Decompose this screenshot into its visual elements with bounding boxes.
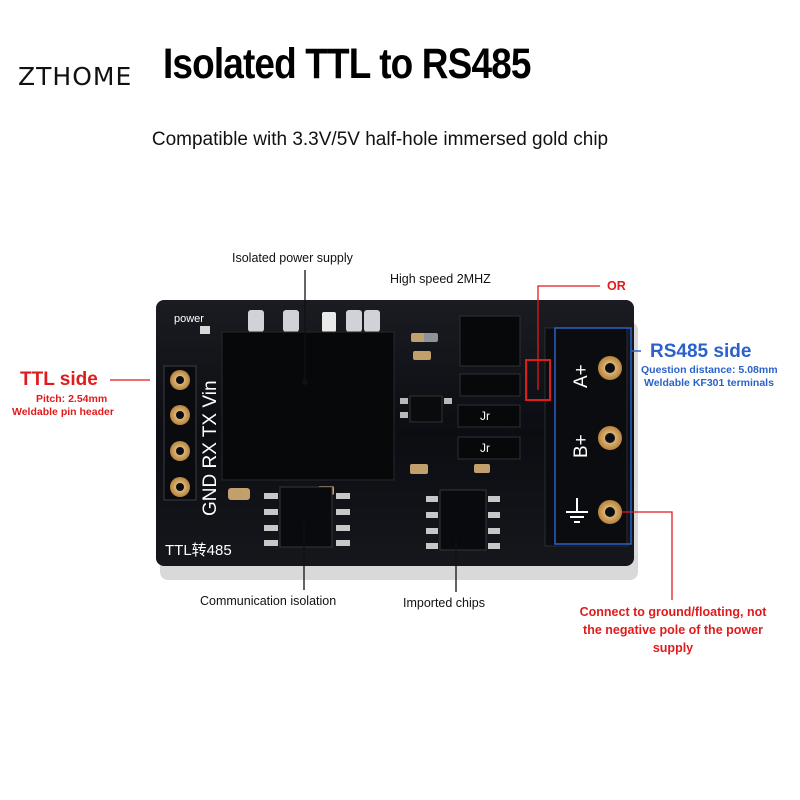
- rs485-highlight-box: [554, 327, 641, 545]
- ground-note: Connect to ground/floating, not the nega…: [548, 603, 798, 657]
- diode-mark-2: Jr: [480, 441, 490, 455]
- brand-logo-text: ZTHOME: [18, 62, 133, 91]
- smd-components: [228, 315, 521, 500]
- rs485-terminals-label: Weldable KF301 terminals: [644, 377, 774, 389]
- diode-mark-1: Jr: [480, 409, 490, 423]
- comm-isolation-label: Communication isolation: [200, 594, 337, 608]
- power-silkscreen: power: [174, 313, 204, 325]
- ground-note-line-1: Connect to ground/floating, not: [579, 605, 767, 619]
- product-subtitle: Compatible with 3.3V/5V half-hole immers…: [151, 129, 609, 150]
- ground-symbol-icon: [566, 498, 588, 523]
- red-leader-lines: [110, 285, 673, 600]
- b-plus-silkscreen: B+: [571, 434, 592, 458]
- a-plus-silkscreen: A+: [571, 364, 592, 388]
- or-label: OR: [607, 279, 626, 293]
- black-leader-lines: [303, 270, 457, 592]
- ttl-header-pads: [163, 365, 197, 501]
- isolated-power-label: Isolated power supply: [232, 251, 353, 265]
- pin-labels-silkscreen: GND RX TX Vin: [200, 380, 221, 516]
- high-speed-label: High speed 2MHZ: [390, 272, 491, 286]
- rs485-side-label: RS485 side: [650, 341, 752, 362]
- ttl-side-label: TTL side: [20, 369, 98, 390]
- ttl-header-label: Weldable pin header: [12, 406, 114, 418]
- ground-note-line-2: the negative pole of the power: [583, 623, 763, 637]
- ttl485-silkscreen: TTL转485: [165, 542, 232, 559]
- rs485-transceiver-chip: [426, 489, 500, 551]
- imported-chips-label: Imported chips: [403, 596, 485, 610]
- rs485-terminal-pads: [598, 356, 622, 524]
- isolation-chip: [264, 486, 350, 548]
- ground-note-line-3: supply: [652, 641, 694, 655]
- led-indicator: [200, 326, 210, 334]
- product-title: Isolated TTL to RS485: [163, 40, 531, 88]
- rs485-distance-label: Question distance: 5.08mm: [641, 364, 778, 376]
- ttl-pitch-label: Pitch: 2.54mm: [36, 393, 108, 405]
- isolated-power-module: [221, 310, 395, 481]
